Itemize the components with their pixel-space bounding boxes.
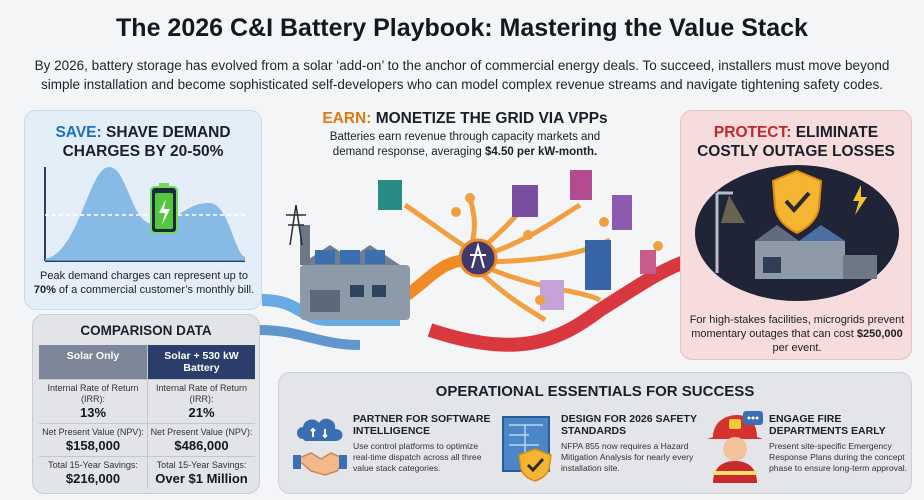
earn-text: Batteries earn revenue through capacity … [329, 131, 601, 158]
earn-heading: EARN: MONETIZE THE GRID VIA VPPs [322, 110, 608, 127]
firefighter-icon [707, 411, 763, 483]
protect-panel: PROTECT: ELIMINATE COSTLY OUTAGE LOSSES … [680, 110, 912, 360]
vpp-spokes [403, 194, 612, 323]
dollar-coins [451, 193, 663, 305]
save-panel: SAVE: SHAVE DEMAND CHARGES BY 20-50% Pea… [24, 110, 262, 310]
protect-caption: For high-stakes facilities, microgrids p… [689, 314, 905, 354]
col-solar-battery: Solar + 530 kW Battery [147, 345, 255, 379]
save-caption: Peak demand charges can represent up to … [33, 270, 255, 296]
microgrid-scene [695, 165, 899, 301]
earn-flow-line [396, 254, 471, 305]
ops-item-software: PARTNER FOR SOFTWARE INTELLIGENCE Use co… [287, 407, 493, 491]
page-title: The 2026 C&I Battery Playbook: Mastering… [116, 14, 808, 42]
ops-item-fire: ENGAGE FIRE DEPARTMENTS EARLY Present si… [703, 407, 909, 491]
ops-item-safety: DESIGN FOR 2026 SAFETY STANDARDS NFPA 85… [495, 407, 701, 491]
ops-panel: OPERATIONAL ESSENTIALS FOR SUCCESS PARTN… [278, 372, 912, 494]
table-row: Internal Rate of Return (IRR): 13% Inter… [39, 379, 255, 423]
factory-icon [300, 225, 410, 320]
ops-heading: OPERATIONAL ESSENTIALS FOR SUCCESS [435, 383, 755, 400]
comparison-panel: COMPARISON DATA Solar Only Solar + 530 k… [32, 314, 260, 494]
save-keyword: SAVE: [55, 124, 102, 141]
pylon-icon [286, 204, 306, 246]
cloud-icon [293, 418, 347, 476]
compare-flow-line [259, 325, 361, 350]
demand-curve [44, 167, 245, 262]
table-row: Total 15-Year Savings: $216,000 Total 15… [39, 456, 255, 489]
handshake-icon [293, 452, 347, 476]
vpp-buildings [378, 170, 656, 310]
earn-keyword: EARN: [322, 110, 372, 127]
chat-bubble-icon [743, 411, 763, 425]
col-solar-only: Solar Only [39, 345, 147, 379]
lightning-icon [853, 185, 867, 215]
shield-check-icon [771, 169, 823, 235]
intro-text: By 2026, battery storage has evolved fro… [34, 58, 890, 92]
protect-heading: PROTECT: ELIMINATE COSTLY OUTAGE LOSSES [697, 124, 895, 160]
comparison-heading: COMPARISON DATA [80, 323, 212, 338]
save-heading: SAVE: SHAVE DEMAND CHARGES BY 20-50% [55, 124, 231, 160]
battery-icon [150, 183, 178, 234]
grid-hub-icon [458, 238, 498, 278]
protect-keyword: PROTECT: [713, 124, 792, 141]
comparison-table: Solar Only Solar + 530 kW Battery Intern… [39, 345, 255, 489]
shield-icon [518, 448, 552, 482]
comparison-header-row: Solar Only Solar + 530 kW Battery [39, 345, 255, 379]
protect-flow-line [427, 253, 693, 352]
blueprint-icon [502, 416, 552, 482]
table-row: Net Present Value (NPV): $158,000 Net Pr… [39, 423, 255, 456]
